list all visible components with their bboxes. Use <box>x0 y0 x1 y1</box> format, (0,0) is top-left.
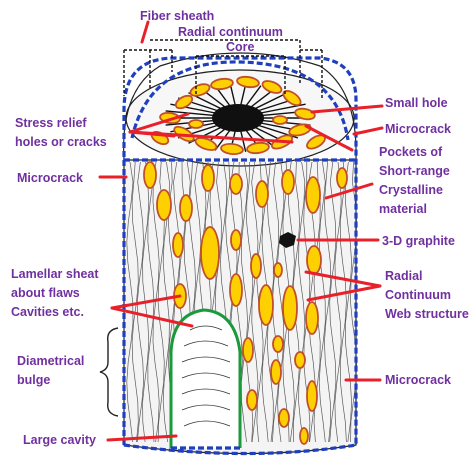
core-dark-center <box>212 104 264 132</box>
crystalline-pocket <box>144 162 156 188</box>
crystalline-pocket <box>201 227 219 279</box>
crystalline-pocket <box>251 254 261 278</box>
label-core: Core <box>226 40 255 54</box>
crystalline-pocket <box>247 390 257 410</box>
crystalline-pocket <box>256 181 268 207</box>
crystalline-pocket <box>300 428 308 444</box>
crystalline-pocket <box>283 286 297 330</box>
label-radial-continuum: Radial continuum <box>178 25 283 39</box>
large-cavity-shape <box>171 310 240 448</box>
label-microcrack-top: Microcrack <box>385 122 451 136</box>
crystalline-pocket <box>271 360 281 384</box>
core-region <box>212 104 264 132</box>
label-small-hole: Small hole <box>385 96 448 110</box>
crystalline-pocket <box>189 120 203 128</box>
label-stress-relief-2: holes or cracks <box>15 135 107 149</box>
crystalline-pocket <box>230 174 242 194</box>
label-graphite: 3-D graphite <box>382 234 455 248</box>
label-radial-web-1: Radial <box>385 269 423 283</box>
crystalline-pocket <box>202 165 214 191</box>
crystalline-pocket <box>273 336 283 352</box>
label-pockets-2: Short-range <box>379 164 450 178</box>
fiber-sheath-pointer <box>142 22 148 42</box>
label-stress-relief-1: Stress relief <box>15 116 87 130</box>
label-lamellar-2: about flaws <box>11 286 80 300</box>
label-diametrical-2: bulge <box>17 373 50 387</box>
label-diametrical-1: Diametrical <box>17 354 84 368</box>
crystalline-pocket <box>306 302 318 334</box>
crystalline-pocket <box>279 409 289 427</box>
label-lamellar-1: Lamellar sheat <box>11 267 99 281</box>
label-pockets-4: material <box>379 202 427 216</box>
crystalline-pocket <box>307 381 317 411</box>
crystalline-pocket <box>230 274 242 306</box>
crystalline-pocket <box>306 177 320 213</box>
crystalline-pocket <box>295 352 305 368</box>
crystalline-pocket <box>173 233 183 257</box>
diametrical-bulge-brace <box>100 328 118 416</box>
label-large-cavity: Large cavity <box>23 433 96 447</box>
crystalline-pocket <box>157 190 171 220</box>
crystalline-pocket <box>337 168 347 188</box>
label-pockets-3: Crystalline <box>379 183 443 197</box>
label-radial-web-3: Web structure <box>385 307 469 321</box>
label-microcrack-right: Microcrack <box>385 373 451 387</box>
crystalline-pocket <box>243 338 253 362</box>
label-fiber-sheath: Fiber sheath <box>140 9 214 23</box>
label-microcrack-left: Microcrack <box>17 171 83 185</box>
large-cavity-outline <box>171 310 240 448</box>
label-lamellar-3: Cavities etc. <box>11 305 84 319</box>
crystalline-pocket <box>282 170 294 194</box>
crystalline-pocket <box>231 230 241 250</box>
crystalline-pocket <box>180 195 192 221</box>
label-radial-web-2: Continuum <box>385 288 451 302</box>
crystalline-pocket <box>273 116 287 124</box>
crystalline-pocket <box>307 246 321 274</box>
crystalline-pocket <box>259 285 273 325</box>
brace-shape <box>100 328 118 416</box>
label-pockets-1: Pockets of <box>379 145 443 159</box>
crystalline-pocket <box>274 263 282 277</box>
microcrack-top-pointer <box>354 128 382 134</box>
